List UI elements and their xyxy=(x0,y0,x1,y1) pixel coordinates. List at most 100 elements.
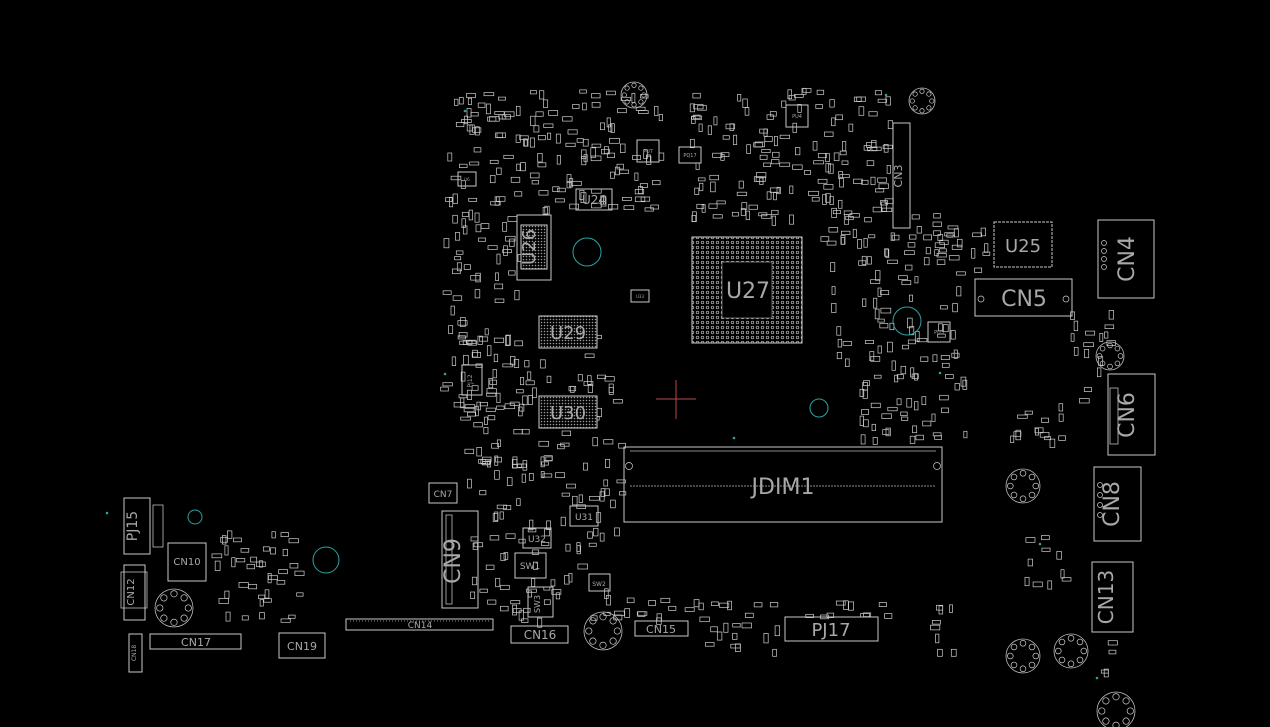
passive-components xyxy=(211,87,1118,678)
component-u24[interactable]: U24 xyxy=(575,188,613,211)
component-pj12[interactable]: PJ12 xyxy=(461,364,483,396)
passive-pad xyxy=(227,530,233,539)
passive-pad xyxy=(498,96,506,101)
passive-pad xyxy=(455,250,464,255)
component-pu7[interactable]: PU7 xyxy=(636,139,660,163)
passive-pad xyxy=(544,205,550,215)
connector-jdim1[interactable]: JDIM1 xyxy=(623,446,943,523)
passive-pad xyxy=(459,317,466,327)
passive-pad xyxy=(486,345,492,357)
component-u30[interactable]: U30 xyxy=(538,395,598,429)
passive-pad xyxy=(904,250,915,255)
connector-cn8[interactable]: CN8 xyxy=(1093,466,1142,542)
passive-pad xyxy=(521,618,529,623)
passive-pad xyxy=(470,275,481,281)
component-pu4[interactable]: PU4 xyxy=(785,104,809,128)
passive-pad xyxy=(1049,438,1056,448)
passive-pad xyxy=(587,384,593,393)
component-u26[interactable]: U26 xyxy=(516,214,552,281)
connector-cn17[interactable]: CN17 xyxy=(149,633,242,650)
passive-pad xyxy=(475,224,482,233)
label-u29: U29 xyxy=(550,323,586,344)
component-pu3[interactable]: PU3 xyxy=(927,321,951,343)
connector-cn16[interactable]: CN16 xyxy=(510,625,569,644)
connector-cn9[interactable]: CN9 xyxy=(441,510,479,609)
passive-pad xyxy=(984,243,989,253)
passive-pad xyxy=(600,488,606,497)
passive-pad xyxy=(759,154,768,160)
passive-pad xyxy=(693,104,704,110)
connector-cn13[interactable]: CN13 xyxy=(1091,561,1134,633)
component-pq17[interactable]: PQ17 xyxy=(678,146,702,164)
connector-cn19[interactable]: CN19 xyxy=(278,632,326,659)
passive-pad xyxy=(600,195,606,205)
screw-hole-pad xyxy=(1019,495,1027,503)
passive-pad xyxy=(868,234,876,239)
component-u32[interactable]: U32 xyxy=(522,527,552,549)
passive-pad xyxy=(494,283,504,290)
switch-sw2[interactable]: SW2 xyxy=(588,573,611,592)
passive-pad xyxy=(881,413,892,419)
passive-pad xyxy=(514,290,520,301)
passive-pad xyxy=(701,204,706,213)
switch-sw1[interactable]: SW1 xyxy=(514,552,547,579)
passive-pad xyxy=(499,511,504,520)
connector-cn14[interactable]: CN14 xyxy=(345,618,494,631)
passive-pad xyxy=(943,324,949,333)
switch-sw3[interactable]: SW3 xyxy=(527,586,554,618)
passive-pad xyxy=(503,505,512,511)
passive-pad xyxy=(514,340,523,347)
component-u6[interactable]: U6 xyxy=(457,171,477,187)
connector-cn18[interactable]: CN18 xyxy=(128,633,143,673)
passive-pad xyxy=(522,460,528,471)
connector-cn7[interactable]: CN7 xyxy=(428,482,458,504)
connector-cn3[interactable]: CN3 xyxy=(892,122,911,229)
passive-pad xyxy=(442,382,453,387)
passive-pad xyxy=(634,189,645,195)
component-u27[interactable]: U27 xyxy=(691,236,803,344)
screw-hole xyxy=(1005,638,1041,674)
passive-pad xyxy=(748,204,758,210)
connector-pj15[interactable]: PJ15 xyxy=(123,497,164,555)
connector-cn5[interactable]: CN5 xyxy=(974,278,1073,317)
component-u33[interactable]: U33 xyxy=(630,289,650,303)
component-u31[interactable]: U31 xyxy=(569,505,599,527)
passive-pad xyxy=(1060,569,1065,579)
component-u29[interactable]: U29 xyxy=(538,315,598,349)
screw-hole-pad xyxy=(1028,473,1036,481)
passive-pad xyxy=(812,141,818,151)
passive-pad xyxy=(1107,640,1118,646)
passive-pad xyxy=(772,648,777,657)
passive-pad xyxy=(280,618,291,623)
passive-pad xyxy=(546,520,551,530)
passive-pad xyxy=(569,203,579,210)
passive-pad xyxy=(880,200,888,206)
passive-pad xyxy=(896,374,904,380)
passive-pad xyxy=(692,92,701,99)
passive-pad xyxy=(508,270,516,276)
connector-cn6[interactable]: CN6 xyxy=(1107,373,1156,456)
passive-pad xyxy=(520,162,526,172)
connector-cn10[interactable]: CN10 xyxy=(167,542,207,582)
passive-pad xyxy=(754,141,765,148)
passive-pad xyxy=(879,323,889,329)
passive-pad xyxy=(716,631,723,641)
passive-pad xyxy=(463,407,475,413)
connector-cn4[interactable]: CN4 xyxy=(1097,219,1155,299)
connector-pj17[interactable]: PJ17 xyxy=(784,616,879,642)
passive-pad xyxy=(520,377,525,386)
passive-pad xyxy=(898,275,908,280)
passive-pad xyxy=(861,179,869,185)
passive-pad xyxy=(468,209,473,221)
passive-pad xyxy=(487,415,496,421)
passive-pad xyxy=(974,267,983,273)
connector-cn15[interactable]: CN15 xyxy=(634,620,689,637)
passive-pad xyxy=(503,154,514,159)
passive-pad xyxy=(789,214,794,225)
label-cn9: CN9 xyxy=(441,538,466,584)
screw-hole xyxy=(1096,691,1136,727)
passive-pad xyxy=(971,248,976,259)
connector-cn12[interactable]: CN12 xyxy=(120,564,148,621)
component-u25[interactable]: U25 xyxy=(993,221,1053,268)
passive-pad xyxy=(842,141,847,152)
